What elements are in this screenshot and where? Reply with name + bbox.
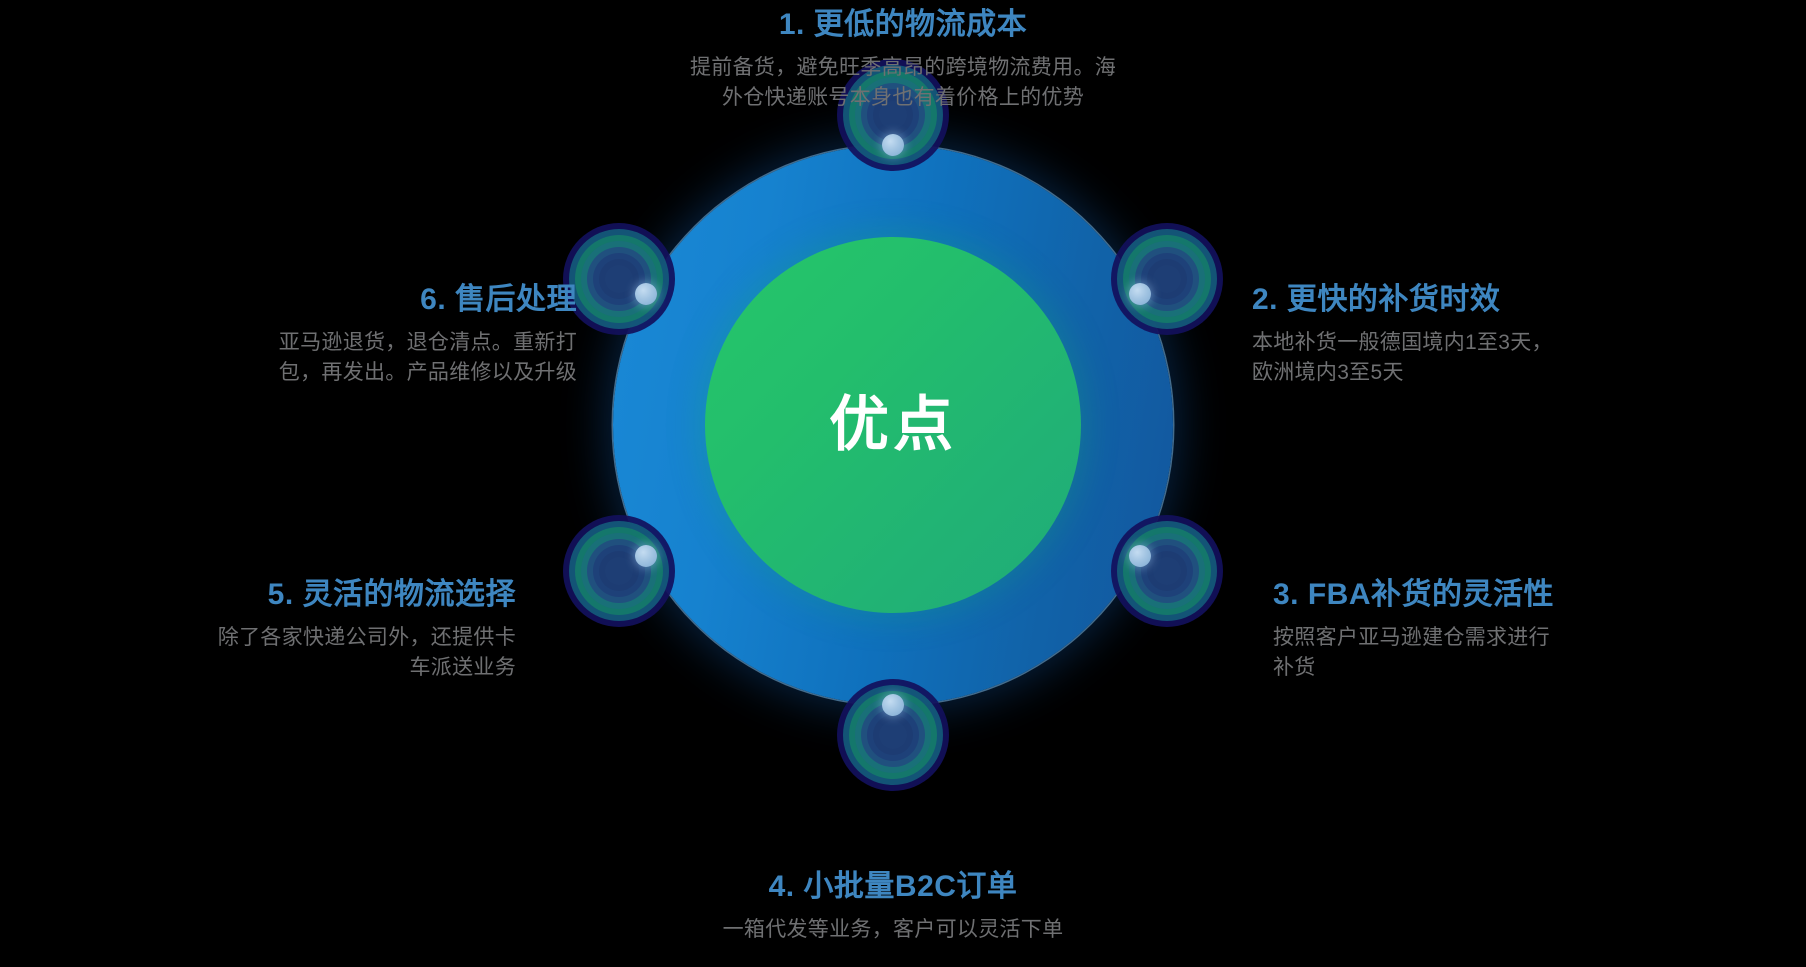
item-6: 6. 售后处理 亚马逊退货，退仓清点。重新打 包，再发出。产品维修以及升级 bbox=[20, 283, 577, 388]
item-4: 4. 小批量B2C订单 一箱代发等业务，客户可以灵活下单 bbox=[643, 870, 1143, 945]
item-1-title: 1. 更低的物流成本 bbox=[778, 8, 1028, 41]
item-4-body-line-1: 一箱代发等业务，客户可以灵活下单 bbox=[722, 917, 1064, 941]
item-6-body-line-1: 亚马逊退货，退仓清点。重新打 bbox=[278, 330, 577, 354]
item-4-body: 一箱代发等业务，客户可以灵活下单 bbox=[643, 915, 1143, 945]
item-6-body: 亚马逊退货，退仓清点。重新打 包，再发出。产品维修以及升级 bbox=[20, 328, 577, 389]
item-6-title: 6. 售后处理 bbox=[420, 283, 577, 316]
node-dot-icon[interactable] bbox=[882, 694, 904, 716]
item-5-body-line-2: 车派送业务 bbox=[409, 655, 516, 679]
item-5-body: 除了各家快递公司外，还提供卡 车派送业务 bbox=[0, 623, 516, 684]
item-5-title: 5. 灵活的物流选择 bbox=[267, 578, 516, 611]
item-3-body-line-1: 按照客户亚马逊建仓需求进行 bbox=[1273, 625, 1550, 649]
item-2-body-line-1: 本地补货一般德国境内1至3天， bbox=[1252, 330, 1553, 354]
item-2-body: 本地补货一般德国境内1至3天， 欧洲境内3至5天 bbox=[1252, 328, 1792, 389]
item-2: 2. 更快的补货时效 本地补货一般德国境内1至3天， 欧洲境内3至5天 bbox=[1252, 283, 1792, 388]
item-2-title: 2. 更快的补货时效 bbox=[1252, 283, 1501, 316]
node-dot-icon[interactable] bbox=[882, 134, 904, 156]
item-1-body-line-1: 提前备货，避免旺季高昂的跨境物流费用。海 bbox=[690, 55, 1116, 79]
concentric-circle-diagram: 优点 bbox=[563, 59, 1223, 791]
item-4-title: 4. 小批量B2C订单 bbox=[768, 870, 1018, 903]
center-label: 优点 bbox=[829, 391, 957, 458]
item-3-title: 3. FBA补货的灵活性 bbox=[1273, 578, 1555, 611]
node-dot-icon[interactable] bbox=[1129, 282, 1152, 305]
item-1: 1. 更低的物流成本 提前备货，避免旺季高昂的跨境物流费用。海 外仓快递账号本身… bbox=[653, 8, 1153, 113]
item-3-body: 按照客户亚马逊建仓需求进行 补货 bbox=[1273, 623, 1806, 684]
inner-circle-core: 优点 bbox=[705, 237, 1081, 613]
node-dot-icon[interactable] bbox=[634, 282, 657, 305]
item-1-body: 提前备货，避免旺季高昂的跨境物流费用。海 外仓快递账号本身也有着价格上的优势 bbox=[653, 53, 1153, 114]
node-dot-icon[interactable] bbox=[1129, 545, 1152, 568]
item-3-body-line-2: 补货 bbox=[1273, 655, 1316, 679]
item-1-body-line-2: 外仓快递账号本身也有着价格上的优势 bbox=[721, 85, 1085, 109]
item-5-body-line-1: 除了各家快递公司外，还提供卡 bbox=[217, 625, 516, 649]
item-2-body-line-2: 欧洲境内3至5天 bbox=[1252, 360, 1404, 384]
item-6-body-line-2: 包，再发出。产品维修以及升级 bbox=[278, 360, 577, 384]
item-3: 3. FBA补货的灵活性 按照客户亚马逊建仓需求进行 补货 bbox=[1273, 578, 1806, 683]
item-5: 5. 灵活的物流选择 除了各家快递公司外，还提供卡 车派送业务 bbox=[0, 578, 516, 683]
